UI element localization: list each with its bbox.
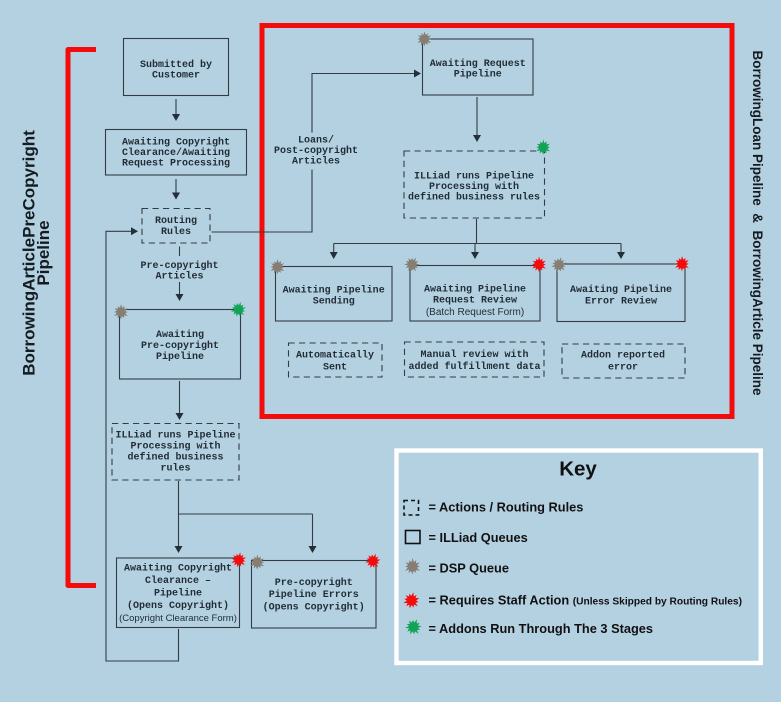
svg-text:Pipeline: Pipeline	[34, 220, 53, 285]
svg-text:(Opens Copyright): (Opens Copyright)	[127, 600, 229, 612]
svg-text:Pre-copyright: Pre-copyright	[275, 577, 353, 589]
svg-text:error: error	[608, 363, 638, 374]
svg-text:Routing: Routing	[155, 215, 197, 227]
svg-text:BorrowingLoan Pipeline & Bor: BorrowingLoan Pipeline & BorrowingArticl…	[750, 50, 765, 396]
svg-text:Submitted by: Submitted by	[140, 59, 212, 71]
svg-text:BorrowingArticlePreCopyright: BorrowingArticlePreCopyright	[20, 130, 39, 376]
svg-text:Sent: Sent	[323, 363, 347, 374]
svg-text:Automatically: Automatically	[296, 350, 374, 362]
svg-text:Clearance/Awaiting: Clearance/Awaiting	[122, 147, 230, 159]
svg-text:= DSP Queue: = DSP Queue	[429, 561, 510, 576]
svg-text:Awaiting Pipeline: Awaiting Pipeline	[283, 285, 385, 297]
svg-text:Awaiting Copyright: Awaiting Copyright	[122, 137, 230, 149]
svg-text:defined business: defined business	[127, 452, 223, 464]
svg-text:Customer: Customer	[152, 71, 200, 82]
svg-text:(Copyright Clearance Form): (Copyright Clearance Form)	[119, 613, 237, 624]
svg-text:= Actions / Routing Rules: = Actions / Routing Rules	[429, 500, 584, 515]
svg-text:Awaiting: Awaiting	[156, 329, 204, 341]
svg-text:Request Processing: Request Processing	[122, 158, 230, 170]
svg-text:rules: rules	[160, 463, 190, 475]
svg-text:ILLiad runs Pipeline: ILLiad runs Pipeline	[414, 171, 534, 183]
svg-text:Articles: Articles	[155, 271, 203, 283]
svg-text:= Requires Staff Action (Unles: = Requires Staff Action (Unless Skipped …	[429, 593, 742, 608]
svg-text:Awaiting Pipeline: Awaiting Pipeline	[424, 284, 526, 296]
svg-text:= ILLiad Queues: = ILLiad Queues	[429, 530, 528, 545]
svg-text:Processing with: Processing with	[429, 181, 519, 193]
svg-text:Rules: Rules	[161, 226, 191, 238]
svg-text:Pre-copyright: Pre-copyright	[140, 260, 218, 272]
svg-text:Awaiting Copyright: Awaiting Copyright	[124, 563, 232, 575]
svg-text:ILLiad runs Pipeline: ILLiad runs Pipeline	[115, 430, 235, 442]
svg-text:Clearance –: Clearance –	[145, 575, 211, 587]
svg-text:Processing with: Processing with	[130, 441, 220, 453]
svg-text:Loans/: Loans/	[298, 135, 334, 147]
svg-text:Articles: Articles	[292, 156, 340, 168]
svg-text:Addon reported: Addon reported	[581, 350, 665, 362]
svg-text:Key: Key	[559, 458, 597, 481]
svg-text:Sending: Sending	[313, 296, 355, 308]
svg-text:= Addons Run Through The 3 Sta: = Addons Run Through The 3 Stages	[429, 621, 654, 636]
svg-text:(Batch Request Form): (Batch Request Form)	[426, 307, 524, 318]
svg-text:defined business rules: defined business rules	[408, 192, 540, 204]
svg-text:Request Review: Request Review	[433, 295, 517, 307]
svg-text:Post-copyright: Post-copyright	[274, 145, 358, 157]
svg-text:Error Review: Error Review	[585, 296, 657, 308]
svg-text:Pipeline Errors: Pipeline Errors	[269, 589, 359, 601]
svg-text:added fulfillment data: added fulfillment data	[408, 361, 540, 373]
svg-text:Manual review with: Manual review with	[420, 349, 528, 361]
svg-text:Awaiting Pipeline: Awaiting Pipeline	[570, 284, 672, 296]
svg-text:Pipeline: Pipeline	[156, 351, 204, 363]
svg-text:Pipeline: Pipeline	[154, 588, 202, 600]
svg-text:Pipeline: Pipeline	[454, 69, 502, 81]
svg-text:(Opens Copyright): (Opens Copyright)	[263, 602, 365, 614]
svg-text:Pre-copyright: Pre-copyright	[141, 340, 219, 352]
svg-text:Awaiting Request: Awaiting Request	[430, 58, 526, 70]
